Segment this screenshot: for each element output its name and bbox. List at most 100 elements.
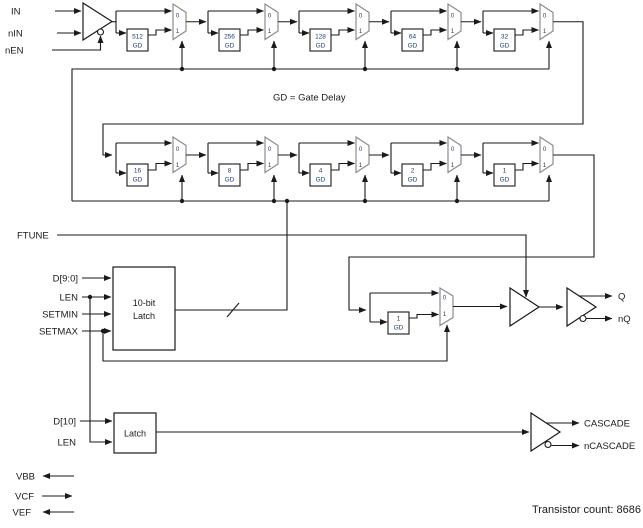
mux-1-label: 1 — [359, 163, 363, 169]
nen-wire — [52, 35, 104, 51]
mux-1-label: 1 — [543, 163, 547, 169]
ftune-wire — [57, 234, 529, 298]
delay-stage-2: 2 GD 0 1 — [391, 137, 461, 201]
gd-value: 1 — [503, 168, 507, 175]
gd-value: 32 — [501, 34, 509, 41]
label-in: IN — [11, 7, 21, 18]
latch-10bit-label-2: Latch — [133, 311, 155, 321]
mux-1-label: 1 — [451, 29, 455, 35]
input-buffer: IN nIN nEN — [5, 1, 116, 57]
label-d9-0: D[9:0] — [53, 274, 78, 285]
row1-to-row2-wire — [102, 21, 584, 158]
cascade-path: Latch D[10] LEN CASCADE nCASCADE — [53, 411, 635, 454]
gd-unit: GD — [408, 177, 418, 184]
label-setmin: SETMIN — [42, 310, 78, 321]
mux-0-label: 0 — [359, 147, 363, 153]
mux-0-label: 0 — [359, 14, 363, 20]
gd-value: 128 — [315, 34, 326, 41]
bus-width-slash — [226, 302, 240, 318]
gd-unit: GD — [225, 177, 235, 184]
cascade-buffer — [530, 411, 562, 453]
gd-unit: GD — [408, 43, 418, 50]
gd-unit: GD — [500, 177, 510, 184]
gd-unit: GD — [225, 43, 235, 50]
transistor-count: Transistor count: 8686 — [532, 504, 641, 516]
label-ftune: FTUNE — [17, 231, 49, 242]
fine-mux — [439, 286, 454, 327]
len-branch-wire — [89, 297, 113, 445]
mux-0-label: 0 — [176, 147, 180, 153]
mux-1-label: 1 — [443, 312, 447, 318]
fine-stage: 1 GD 0 1 Q nQ — [369, 286, 631, 335]
mux-0-label: 0 — [268, 147, 272, 153]
latch-output-bus — [175, 201, 288, 311]
delay-stage-128: 128 GD 0 1 — [299, 4, 369, 69]
label-setmax: SETMAX — [39, 327, 79, 338]
gd-value: 64 — [409, 34, 417, 41]
input-buffer-triangle — [82, 1, 114, 42]
gd-unit: GD — [133, 177, 143, 184]
gd-unit: GD — [316, 177, 326, 184]
gd-value: 4 — [319, 168, 323, 175]
mux-0-label: 0 — [451, 14, 455, 20]
label-len-lower: LEN — [58, 438, 77, 449]
latch-1bit-label: Latch — [124, 429, 146, 439]
gd-value: 8 — [228, 168, 232, 175]
mux-0-label: 0 — [543, 147, 547, 153]
gd-value: 256 — [224, 34, 235, 41]
delay-stage-256: 256 GD 0 1 — [208, 4, 278, 69]
label-nen: nEN — [5, 46, 24, 57]
delay-stage-512: 512 GD 0 1 — [116, 4, 186, 69]
gd-unit: GD — [394, 325, 404, 332]
delay-row-1: 512 GD 0 1 256 GD 0 1 128 GD 0 1 64 GD 0… — [116, 4, 553, 69]
delay-stage-64: 64 GD 0 1 — [391, 4, 461, 69]
nq-bubble — [579, 314, 587, 323]
mux-1-label: 1 — [359, 29, 363, 35]
delay-stage-4: 4 GD 0 1 — [299, 137, 369, 201]
delay-stage-16: 16 GD 0 1 — [116, 137, 186, 201]
bias-pins: VBB VCF VEF — [13, 472, 74, 519]
gd-value: 2 — [411, 168, 415, 175]
latch-10bit: 10-bit Latch D[9:0] LEN SETMIN SETMAX — [39, 266, 450, 445]
gd-value: 1 — [397, 316, 401, 323]
row2-to-fine-wire — [348, 154, 595, 313]
label-vcf: VCF — [15, 492, 34, 503]
interconnect: FTUNE — [17, 21, 595, 318]
mux-0-label: 0 — [443, 296, 447, 302]
gd-value: 512 — [132, 34, 143, 41]
label-cascade: CASCADE — [584, 419, 630, 430]
latch-10bit-box — [112, 266, 176, 351]
gate-delay-note: GD = Gate Delay — [273, 93, 346, 104]
mux-0-label: 0 — [268, 14, 272, 20]
mux-0-label: 0 — [543, 14, 547, 20]
gd-unit: GD — [316, 43, 326, 50]
delay-row-2: 16 GD 0 1 8 GD 0 1 4 GD 0 1 2 GD 0 1 — [116, 137, 553, 201]
output-buffer-1 — [509, 286, 541, 328]
row1-select-bus — [71, 68, 549, 201]
label-vef: VEF — [13, 508, 32, 519]
delay-stage-1: 1 GD 0 1 — [483, 137, 553, 201]
junction-dots — [87, 66, 460, 334]
fine-box-out — [409, 311, 439, 319]
gd-unit: GD — [500, 43, 510, 50]
label-ncascade: nCASCADE — [584, 441, 635, 452]
label-len: LEN — [60, 293, 79, 304]
fine-gd-box — [387, 311, 410, 335]
label-nq: nQ — [618, 314, 631, 325]
gd-value: 16 — [134, 168, 142, 175]
mux-1-label: 1 — [268, 29, 272, 35]
delay-stage-8: 8 GD 0 1 — [208, 137, 278, 201]
mux-1-label: 1 — [268, 163, 272, 169]
mux-0-label: 0 — [451, 147, 455, 153]
mux-1-label: 1 — [176, 163, 180, 169]
label-d10: D[10] — [53, 417, 76, 428]
mux-1-label: 1 — [451, 163, 455, 169]
ncascade-bubble — [544, 440, 552, 449]
delay-stage-32: 32 GD 0 1 — [483, 4, 553, 69]
mux-0-label: 0 — [176, 14, 180, 20]
setmax-branch-wire — [102, 324, 450, 362]
latch-1bit-box — [113, 412, 157, 454]
gd-unit: GD — [133, 43, 143, 50]
